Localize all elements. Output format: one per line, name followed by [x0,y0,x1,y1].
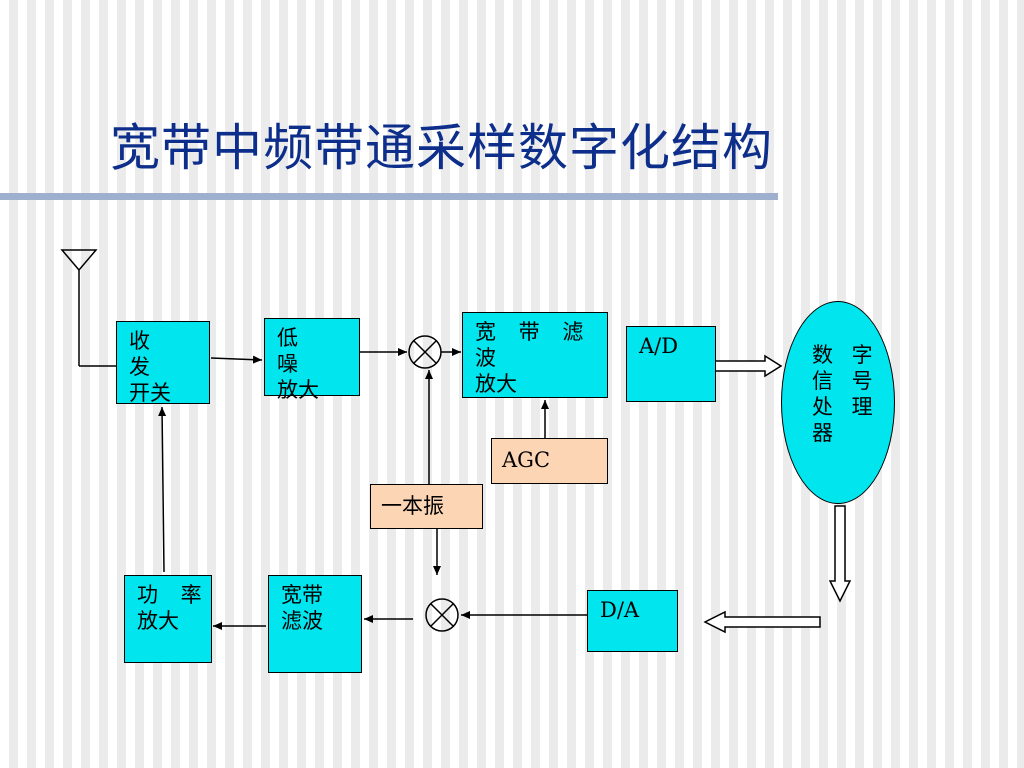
filter-amp-label-2: 放大 [475,372,517,396]
arrow-pa-to-switch [158,406,167,573]
wideband-filter-block: 宽带 滤波 [268,575,362,673]
lo-label: 一本振 [381,494,444,518]
hollow-arrow-dsp-down [828,505,852,603]
mixer-down-icon [425,598,459,632]
ad-label: A/D [639,334,679,358]
page-title: 宽带中频带通采样数字化结构 [110,119,773,177]
rx-tx-switch-label-2: 开关 [129,381,171,405]
lna-block: 低 噪 放大 [264,318,360,402]
lna-label-1: 低 噪 [277,326,312,376]
agc-label: AGC [502,448,551,472]
ad-converter-block: A/D [626,326,716,402]
rx-tx-switch-block: 收 发 开关 [116,321,210,405]
title-divider [0,193,778,200]
dsp-label-1: 数 字 [812,343,879,367]
agc-block: AGC [491,438,608,484]
hollow-arrow-to-da [703,610,821,634]
da-label: D/A [600,598,640,622]
power-amp-block: 功 率 放大 [124,575,212,663]
arrow-switch-to-lna [210,355,263,364]
pa-label-2: 放大 [137,609,179,633]
filter-label-2: 滤波 [281,609,323,633]
filter-amp-label-1: 宽 带 滤 波 [475,320,592,370]
filter-label-1: 宽带 [281,583,323,607]
dsp-label-2: 信 号 [812,369,879,393]
hollow-arrow-ad-to-dsp [710,354,783,378]
dsp-block: 数 字 信 号 处 理 器 [781,301,895,504]
rx-tx-switch-label-1: 收 发 [129,329,164,379]
dsp-label-3: 处 理 [812,395,879,419]
antenna-icon [60,249,116,367]
wideband-filter-amp-block: 宽 带 滤 波 放大 [462,312,608,398]
pa-label-1: 功 率 [137,583,210,607]
lna-label-2: 放大 [277,378,319,402]
local-oscillator-block: 一本振 [370,484,483,529]
dsp-label-4: 器 [812,421,839,445]
da-converter-block: D/A [587,590,678,652]
mixer-up-icon [408,335,442,369]
